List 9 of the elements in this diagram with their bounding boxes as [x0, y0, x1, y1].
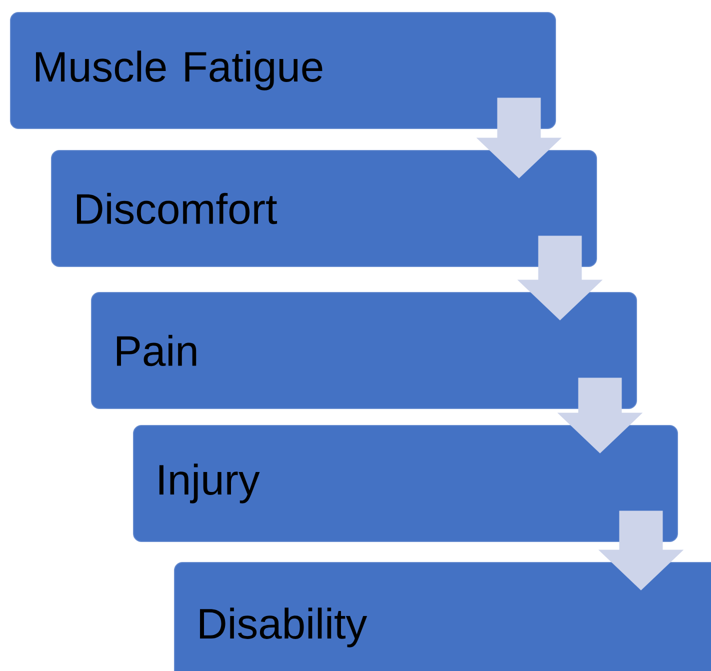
block-arrow [557, 378, 643, 454]
block-arrow [517, 236, 603, 320]
process-box: Injury [133, 425, 678, 542]
process-box: Disability [174, 562, 711, 671]
process-box: Pain [91, 292, 637, 409]
block-arrow [476, 98, 562, 178]
block-arrow [598, 510, 684, 590]
process-box: Discomfort [51, 150, 597, 267]
process-box: Muscle Fatigue [10, 12, 556, 129]
